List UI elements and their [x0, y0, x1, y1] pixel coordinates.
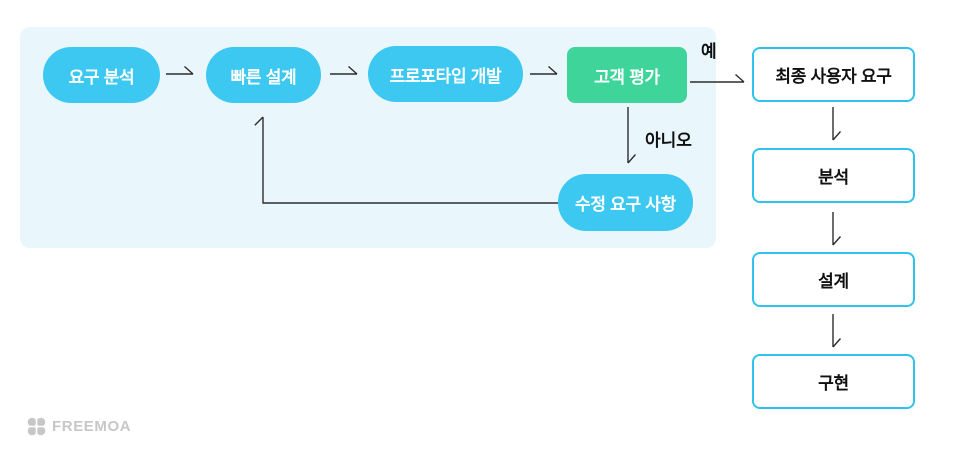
stage-analysis: 분석 — [752, 148, 915, 203]
stage-design: 설계 — [752, 252, 915, 307]
stage-implementation: 구현 — [752, 354, 915, 409]
brand-name: FREEMOA — [52, 418, 132, 435]
branch-label-no: 아니오 — [645, 131, 692, 150]
stage-final-user-requirements: 최종 사용자 요구 — [752, 47, 915, 102]
arrow-stage3-to-stage4 — [832, 314, 842, 348]
node-prototype-development: 프로포타입 개발 — [368, 46, 523, 102]
node-customer-evaluation: 고객 평가 — [567, 47, 687, 103]
arrow-stage1-to-stage2 — [832, 107, 842, 141]
node-requirements-analysis: 요구 분석 — [43, 47, 160, 103]
arrow-stage2-to-stage3 — [832, 212, 842, 246]
node-modification-requests: 수정 요구 사항 — [558, 174, 693, 231]
node-quick-design: 빠른 설계 — [206, 47, 321, 103]
freemoa-clover-icon — [27, 417, 46, 436]
brand-footer: FREEMOA — [27, 417, 131, 436]
branch-label-yes: 예 — [701, 42, 717, 61]
